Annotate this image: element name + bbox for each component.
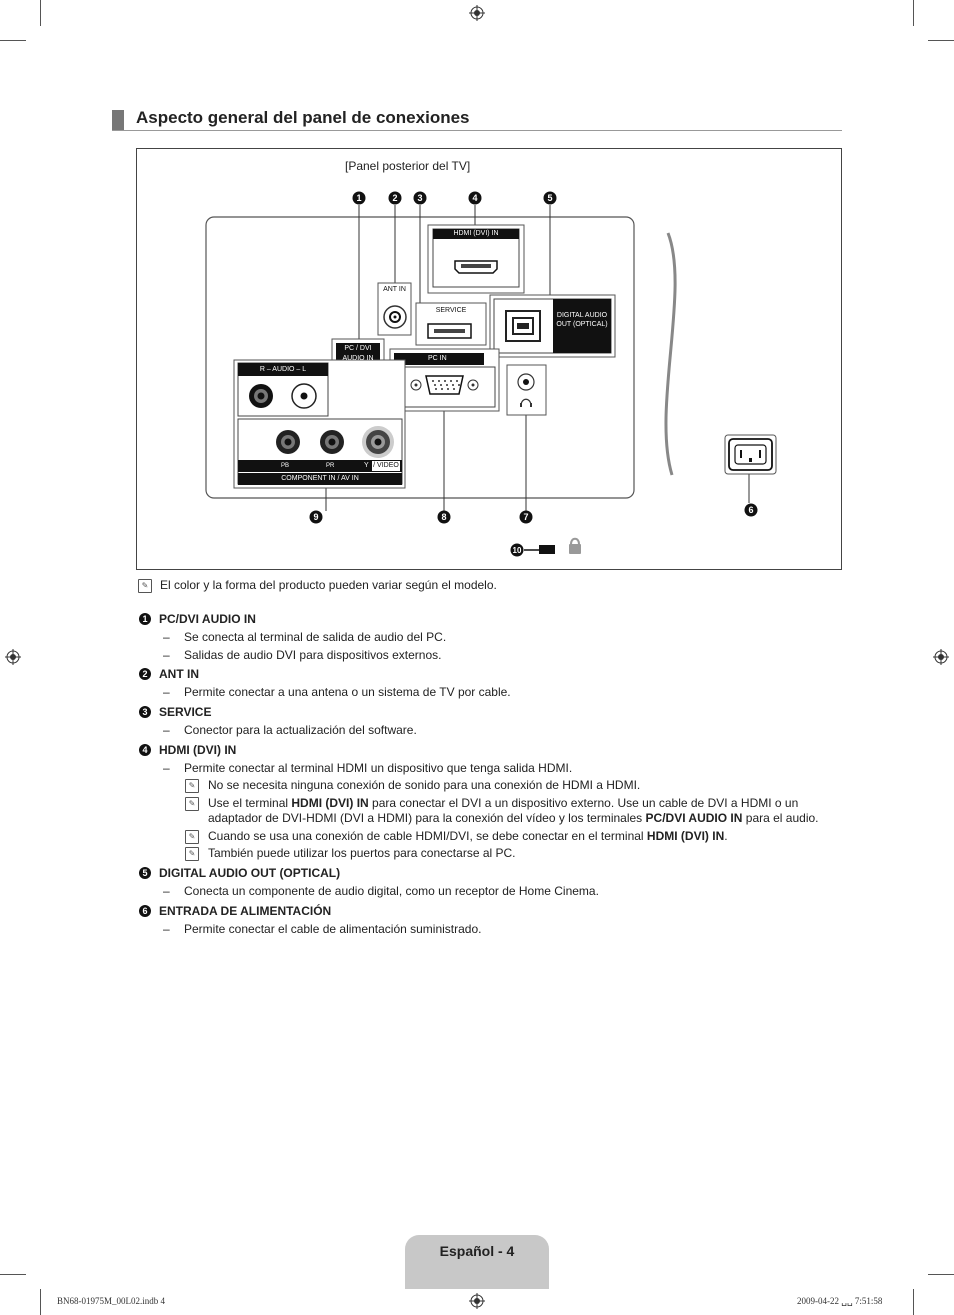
video-label: / VIDEO — [372, 461, 400, 471]
svg-text:1: 1 — [356, 193, 361, 203]
component-label: COMPONENT IN / AV IN — [281, 475, 359, 482]
crop-mark — [913, 1289, 914, 1315]
svg-text:3: 3 — [417, 193, 422, 203]
crop-mark — [913, 0, 914, 26]
note-icon: ✎ — [185, 779, 199, 793]
svg-text:9: 9 — [313, 512, 318, 522]
crop-mark — [0, 1274, 26, 1275]
registration-mark-icon — [469, 5, 485, 21]
svg-text:4: 4 — [472, 193, 477, 203]
hdmi-label: HDMI (DVI) IN — [453, 230, 499, 237]
note-icon: ✎ — [138, 579, 152, 593]
svg-text:8: 8 — [441, 512, 446, 522]
svg-text:2: 2 — [392, 193, 397, 203]
dash: – — [163, 761, 170, 775]
registration-mark-icon — [5, 649, 21, 665]
dash: – — [163, 648, 170, 662]
svg-text:5: 5 — [547, 193, 552, 203]
diagram-caption: [Panel posterior del TV] — [345, 159, 471, 173]
description-line: Se conecta al terminal de salida de audi… — [184, 630, 447, 644]
audio-label: R – AUDIO – L — [259, 366, 307, 373]
crop-mark — [928, 1274, 954, 1275]
ant-in-label: ANT IN — [383, 286, 406, 293]
page-footer-tab: Español - 4 — [405, 1235, 549, 1289]
note-line: No se necesita ninguna conexión de sonid… — [208, 778, 641, 792]
dash: – — [163, 922, 170, 936]
note-icon: ✎ — [185, 830, 199, 844]
svg-text:6: 6 — [748, 505, 753, 515]
page-number: Español - 4 — [439, 1243, 515, 1259]
description-line: Permite conectar a una antena o un siste… — [184, 685, 511, 699]
pc-dvi-label-1: PC / DVI — [344, 345, 372, 352]
pr-label: PR — [326, 463, 335, 469]
note-text: El color y la forma del producto pueden … — [160, 578, 497, 592]
pc-in-label: PC IN — [428, 355, 447, 362]
note-icon: ✎ — [185, 797, 199, 811]
note-line: También puede utilizar los puertos para … — [208, 846, 516, 860]
crop-mark — [928, 40, 954, 41]
description-line: Salidas de audio DVI para dispositivos e… — [184, 648, 442, 662]
pc-dvi-label-2: AUDIO IN — [342, 355, 374, 362]
crop-mark — [40, 0, 41, 26]
description-line: Conecta un componente de audio digital, … — [184, 884, 599, 898]
y-label: Y — [364, 462, 369, 469]
section-header: Aspecto general del panel de conexiones — [112, 106, 842, 131]
description-line: Permite conectar al terminal HDMI un dis… — [184, 761, 573, 775]
pb-label: PB — [281, 463, 290, 469]
page-title: Aspecto general del panel de conexiones — [136, 108, 470, 127]
dash: – — [163, 685, 170, 699]
print-file-info: BN68-01975M_00L02.indb 4 — [57, 1296, 165, 1306]
note-line: Use el terminal HDMI (DVI) IN para conec… — [208, 796, 819, 825]
rear-panel-illustration: 1 2 3 4 5 6 7 8 9 10 — [205, 191, 777, 557]
dash: – — [163, 630, 170, 644]
dash: – — [163, 723, 170, 737]
connection-panel-diagram: [Panel posterior del TV] 1 2 3 4 5 6 7 8 — [136, 148, 842, 570]
crop-mark — [0, 40, 26, 41]
description-line: Conector para la actualización del softw… — [184, 723, 417, 737]
registration-mark-icon — [933, 649, 949, 665]
description-line: Permite conectar el cable de alimentació… — [184, 922, 482, 936]
svg-text:10: 10 — [513, 546, 522, 555]
title-bar — [112, 110, 124, 130]
registration-mark-icon — [469, 1293, 485, 1309]
note-icon: ✎ — [185, 847, 199, 861]
print-timestamp: 2009-04-22 ␣␣ 7:51:58 — [797, 1296, 883, 1306]
service-label: SERVICE — [435, 307, 467, 314]
digital-audio-label: DIGITAL AUDIO OUT (OPTICAL) — [556, 312, 608, 328]
crop-mark — [40, 1289, 41, 1315]
note-line: Cuando se usa una conexión de cable HDMI… — [208, 829, 728, 843]
svg-text:7: 7 — [523, 512, 528, 522]
dash: – — [163, 884, 170, 898]
